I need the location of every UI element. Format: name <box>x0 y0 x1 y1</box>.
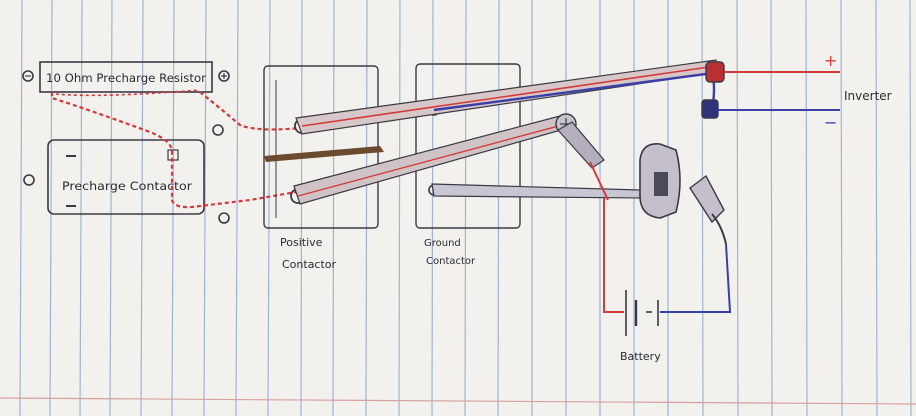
ground-contactor-label-1: Ground <box>424 238 461 249</box>
positive-contactor-label-2: Contactor <box>282 258 337 271</box>
resistor-inner-wire <box>55 89 201 97</box>
resistor-label: 10 Ohm Precharge Resistor <box>46 71 206 85</box>
precharge-resistor: 10 Ohm Precharge Resistor <box>22 61 230 93</box>
inverter-label: Inverter <box>844 89 892 103</box>
battery-clamp <box>555 113 609 201</box>
margin-line <box>0 397 916 405</box>
battery-negative-lead <box>660 243 732 313</box>
positive-contactor-label-1: Positive <box>280 236 323 249</box>
fuse-holder <box>639 143 681 219</box>
battery: Battery <box>603 198 732 363</box>
precharge-contactor-label: Precharge Contactor <box>62 179 192 193</box>
battery-label: Battery <box>620 350 661 363</box>
contactor-busbar <box>264 146 384 162</box>
inverter-terminals: + − Inverter <box>701 51 892 132</box>
inverter-minus: − <box>824 113 837 132</box>
positive-contactor: Positive Contactor <box>263 65 384 271</box>
resistor-bus-wire <box>199 91 301 131</box>
precharge-wire <box>50 92 297 209</box>
battery-positive-lead <box>603 198 624 313</box>
ground-contactor-label-2: Contactor <box>426 256 476 267</box>
inverter-plus: + <box>824 51 837 70</box>
negative-lug <box>689 174 727 245</box>
precharge-contactor: Precharge Contactor <box>23 124 230 224</box>
